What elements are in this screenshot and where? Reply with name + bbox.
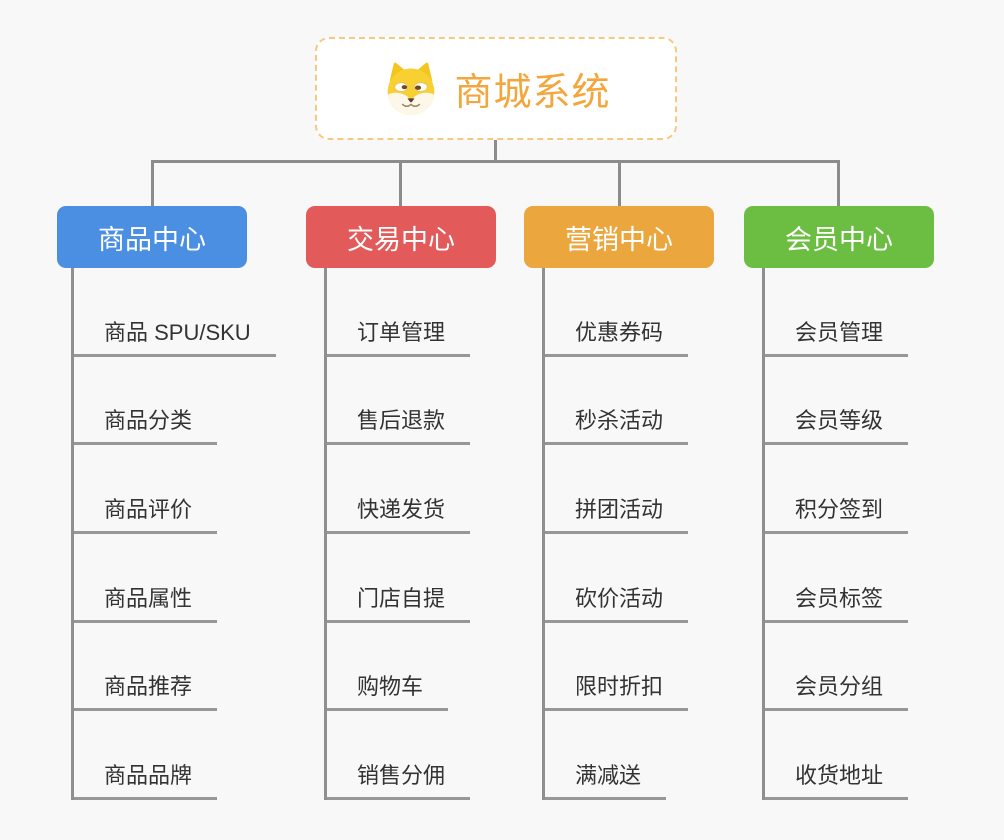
node-item[interactable]: 购物车	[327, 623, 449, 712]
node-item[interactable]: 商品属性	[74, 534, 218, 623]
node-item[interactable]: 订单管理	[327, 268, 471, 357]
branch-node-member-center[interactable]: 会员中心	[744, 206, 934, 268]
branch-children-trade-center: 订单管理 售后退款 快递发货 门店自提 购物车 销售分佣	[324, 268, 471, 800]
node-item[interactable]: 商品评价	[74, 445, 218, 534]
node-item[interactable]: 销售分佣	[327, 711, 471, 800]
node-item[interactable]: 秒杀活动	[545, 357, 689, 446]
node-item[interactable]: 商品推荐	[74, 623, 218, 712]
node-item[interactable]: 商品品牌	[74, 711, 218, 800]
root-node-mall-system[interactable]: 商城系统	[315, 37, 677, 140]
node-item[interactable]: 商品 SPU/SKU	[74, 268, 276, 357]
branch-children-product-center: 商品 SPU/SKU 商品分类 商品评价 商品属性 商品推荐 商品品牌	[71, 268, 276, 800]
node-item[interactable]: 收货地址	[765, 711, 909, 800]
branch-node-marketing-center[interactable]: 营销中心	[524, 206, 714, 268]
connector-branch-stem	[837, 160, 840, 206]
connector-branch-stem	[618, 160, 621, 206]
node-item[interactable]: 砍价活动	[545, 534, 689, 623]
node-item[interactable]: 满减送	[545, 711, 667, 800]
node-item[interactable]: 快递发货	[327, 445, 471, 534]
connector-horizontal-line	[151, 160, 840, 163]
node-item[interactable]: 优惠券码	[545, 268, 689, 357]
connector-root-stem	[494, 140, 497, 163]
root-title: 商城系统	[454, 72, 611, 114]
node-item[interactable]: 拼团活动	[545, 445, 689, 534]
node-item[interactable]: 积分签到	[765, 445, 909, 534]
connector-branch-stem	[151, 160, 154, 206]
node-item[interactable]: 门店自提	[327, 534, 471, 623]
node-item[interactable]: 商品分类	[74, 357, 218, 446]
branch-children-marketing-center: 优惠券码 秒杀活动 拼团活动 砍价活动 限时折扣 满减送	[542, 268, 689, 800]
dog-face-icon	[381, 61, 441, 117]
branch-node-product-center[interactable]: 商品中心	[57, 206, 247, 268]
node-item[interactable]: 售后退款	[327, 357, 471, 446]
branch-node-trade-center[interactable]: 交易中心	[306, 206, 496, 268]
node-item[interactable]: 限时折扣	[545, 623, 689, 712]
connector-branch-stem	[399, 160, 402, 206]
node-item[interactable]: 会员分组	[765, 623, 909, 712]
node-item[interactable]: 会员等级	[765, 357, 909, 446]
branch-children-member-center: 会员管理 会员等级 积分签到 会员标签 会员分组 收货地址	[762, 268, 909, 800]
node-item[interactable]: 会员标签	[765, 534, 909, 623]
node-item[interactable]: 会员管理	[765, 268, 909, 357]
